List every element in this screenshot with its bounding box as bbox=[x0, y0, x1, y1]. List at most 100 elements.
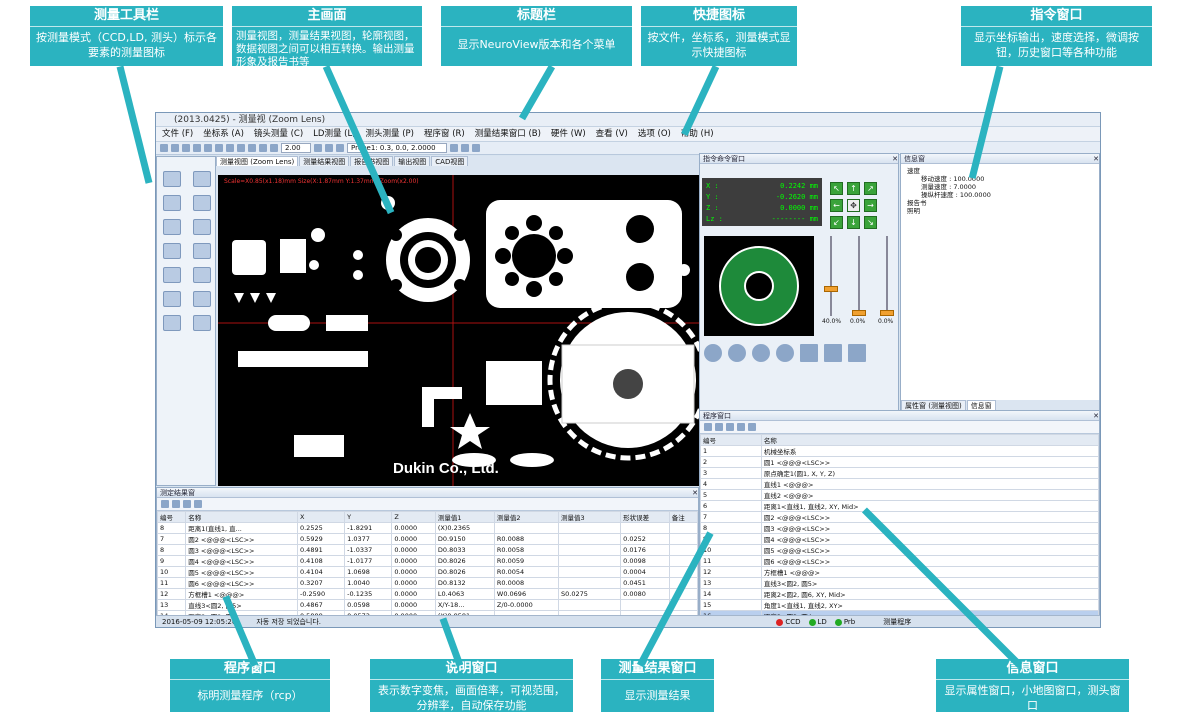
image-capture-icon[interactable] bbox=[824, 344, 842, 362]
jog-down-left-button[interactable]: ↙ bbox=[830, 216, 843, 229]
tab-info[interactable]: 属性窗 (测量视图) bbox=[901, 400, 966, 410]
undo-icon[interactable] bbox=[226, 144, 234, 152]
tab-main-view[interactable]: 测量结果视图 bbox=[299, 156, 350, 166]
redo-icon[interactable] bbox=[237, 144, 245, 152]
info-tree-item[interactable]: 报告书 bbox=[907, 199, 927, 207]
measure-tool-icon[interactable] bbox=[163, 267, 181, 283]
measure-tool-icon[interactable] bbox=[193, 195, 211, 211]
tab-main-view[interactable]: CAD视图 bbox=[431, 156, 469, 166]
info-tree-item[interactable]: 测量速度 : 7.0000 bbox=[921, 183, 977, 191]
measure-tool-icon[interactable] bbox=[163, 291, 181, 307]
delete-icon[interactable] bbox=[194, 500, 202, 508]
open-program-icon[interactable] bbox=[715, 423, 723, 431]
paste-icon[interactable] bbox=[215, 144, 223, 152]
autofocus-icon[interactable] bbox=[800, 344, 818, 362]
crosshair-icon[interactable] bbox=[259, 144, 267, 152]
measure-tool-icon[interactable] bbox=[193, 291, 211, 307]
close-icon[interactable]: ✕ bbox=[892, 155, 898, 163]
jog-up-button[interactable]: ↑ bbox=[847, 182, 860, 195]
light-slider-1[interactable]: 40.0% bbox=[822, 236, 841, 326]
info-tree-item[interactable]: 速度 bbox=[907, 167, 920, 175]
back-light-icon[interactable] bbox=[752, 344, 770, 362]
jog-left-button[interactable]: ← bbox=[830, 199, 843, 212]
measurement-canvas[interactable]: Scale=X0.85(x1.18)mm Size(X:1.87mm Y:1.3… bbox=[218, 175, 750, 486]
new-program-icon[interactable] bbox=[704, 423, 712, 431]
open-file-icon[interactable] bbox=[171, 144, 179, 152]
close-icon[interactable]: ✕ bbox=[1093, 155, 1099, 163]
ring-light-icon[interactable] bbox=[704, 344, 722, 362]
menu-item[interactable]: 选项 (O) bbox=[637, 129, 671, 139]
jog-up-right-button[interactable]: ↗ bbox=[864, 182, 877, 195]
jog-right-button[interactable]: → bbox=[864, 199, 877, 212]
zoom-select[interactable]: 2.00 bbox=[281, 143, 311, 153]
light-icon[interactable] bbox=[314, 144, 322, 152]
coax-light-icon[interactable] bbox=[728, 344, 746, 362]
info-tree-item[interactable]: 操纵杆速度 : 100.0000 bbox=[921, 191, 991, 199]
menu-item[interactable]: 程序窗 (R) bbox=[424, 129, 465, 139]
measure-tool-icon[interactable] bbox=[193, 267, 211, 283]
measure-tool-icon[interactable] bbox=[193, 171, 211, 187]
menu-item[interactable]: 坐标系 (A) bbox=[203, 129, 244, 139]
grid-icon[interactable] bbox=[248, 144, 256, 152]
menu-item[interactable]: 查看 (V) bbox=[595, 129, 628, 139]
table-row[interactable]: 16距离3<圆3, 圆4> bbox=[700, 610, 1099, 616]
measure-tool-icon[interactable] bbox=[163, 315, 181, 331]
zoom-icon[interactable] bbox=[270, 144, 278, 152]
menu-item[interactable]: LD测量 (L) bbox=[313, 129, 356, 139]
measure-tool-icon[interactable] bbox=[193, 219, 211, 235]
menu-item[interactable]: 测头测量 (P) bbox=[365, 129, 414, 139]
report-icon[interactable] bbox=[172, 500, 180, 508]
print-icon[interactable] bbox=[193, 144, 201, 152]
new-file-icon[interactable] bbox=[160, 144, 168, 152]
menu-item[interactable]: 硬件 (W) bbox=[550, 129, 586, 139]
probe-icon[interactable] bbox=[450, 144, 458, 152]
measure-tool-icon[interactable] bbox=[193, 243, 211, 259]
tab-main-view[interactable]: 输出视图 bbox=[394, 156, 431, 166]
measure-tool-icon[interactable] bbox=[163, 243, 181, 259]
save-program-icon[interactable] bbox=[726, 423, 734, 431]
tab-main-view[interactable]: 测量视图 (Zoom Lens) bbox=[216, 156, 299, 166]
light-slider-2[interactable]: 0.0% bbox=[850, 236, 868, 326]
ld-icon[interactable] bbox=[461, 144, 469, 152]
close-icon[interactable]: ✕ bbox=[1093, 412, 1099, 420]
probe-select[interactable]: Probe1: 0.3, 0.0, 2.0000 bbox=[347, 143, 447, 153]
stop-program-icon[interactable] bbox=[748, 423, 756, 431]
menu-item[interactable]: 帮助 (H) bbox=[680, 129, 714, 139]
measure-tool-icon[interactable] bbox=[163, 195, 181, 211]
run-program-icon[interactable] bbox=[737, 423, 745, 431]
export-icon[interactable] bbox=[161, 500, 169, 508]
save-icon[interactable] bbox=[182, 144, 190, 152]
copy-icon[interactable] bbox=[204, 144, 212, 152]
coord-icon[interactable] bbox=[325, 144, 333, 152]
focus-icon[interactable] bbox=[776, 344, 794, 362]
info-tree-item[interactable]: 移动速度 : 100.0000 bbox=[921, 175, 985, 183]
jog-down-button[interactable]: ↓ bbox=[847, 216, 860, 229]
menu-item[interactable]: 文件 (F) bbox=[162, 129, 194, 139]
filter-icon[interactable] bbox=[183, 500, 191, 508]
history-icon[interactable] bbox=[848, 344, 866, 362]
info-tree-item[interactable]: 照明 bbox=[907, 207, 920, 215]
jog-up-left-button[interactable]: ↖ bbox=[830, 182, 843, 195]
axis-icon[interactable] bbox=[336, 144, 344, 152]
tab-info[interactable]: 信息窗 bbox=[966, 400, 996, 410]
